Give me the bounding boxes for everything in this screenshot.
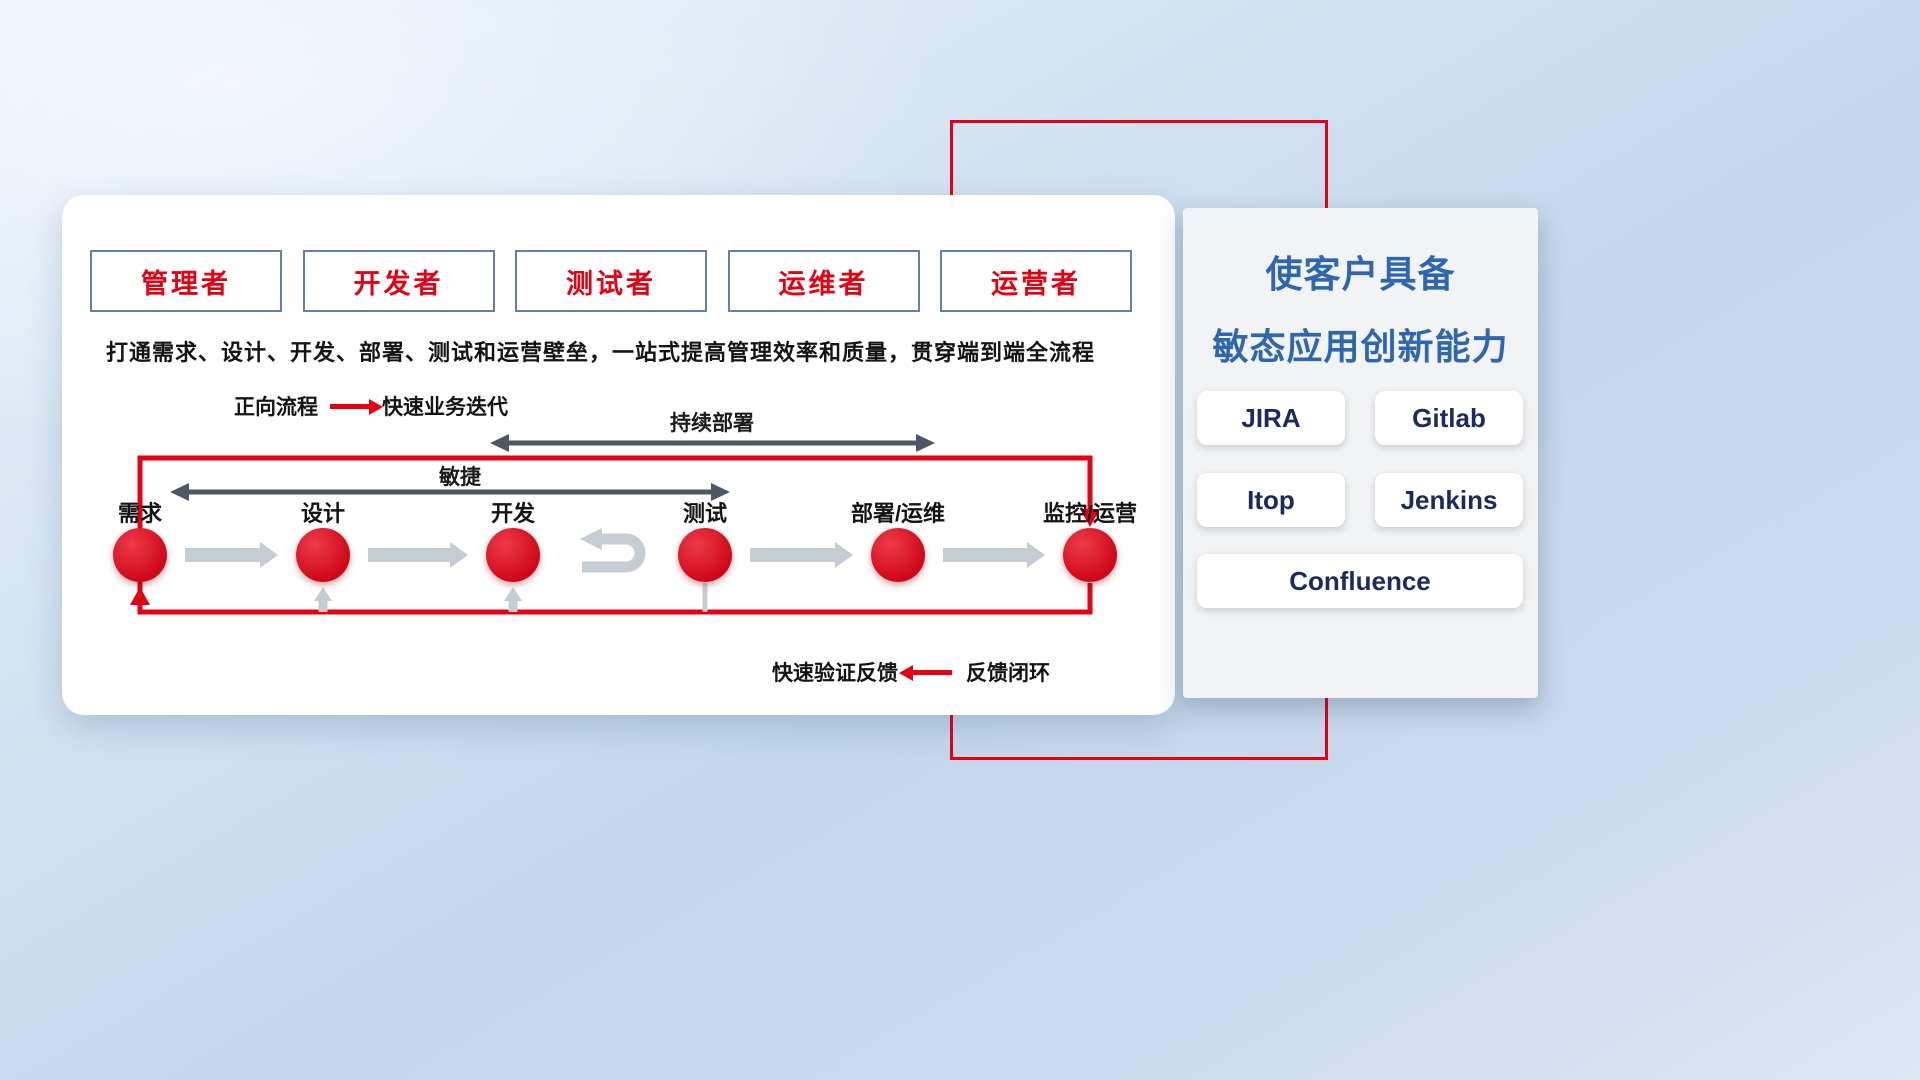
forward-arrow-icon — [330, 398, 383, 415]
node-label-design: 设计 — [300, 501, 345, 526]
tool-box-confluence: Confluence — [1197, 554, 1523, 608]
node-label-deploy-ops: 部署/运维 — [850, 501, 946, 526]
iteration-uturn-icon — [582, 533, 646, 573]
node-circle-testing — [678, 528, 732, 582]
legend-forward: 正向流程 快速业务迭代 — [234, 391, 508, 421]
node-label-requirements: 需求 — [117, 501, 162, 526]
tool-box-gitlab: Gitlab — [1375, 391, 1523, 445]
feedback-riser-design-arrowhead — [314, 587, 332, 601]
persona-row: 管理者 开发者 测试者 运维者 运营者 — [90, 250, 1132, 312]
legend-forward-desc: 快速业务迭代 — [382, 396, 508, 419]
legend-forward-label: 正向流程 — [234, 396, 318, 419]
panel-title-line1: 使客户具备 — [1265, 254, 1456, 295]
agile-arrowhead-left — [170, 483, 189, 501]
node-circle-deploy-ops — [871, 528, 925, 582]
legend-feedback-label: 反馈闭环 — [966, 662, 1050, 685]
capability-panel: 使客户具备 敏态应用创新能力 JIRA Gitlab Itop Jenkins … — [1183, 208, 1538, 698]
persona-box-operator: 运营者 — [940, 250, 1132, 312]
persona-box-tester: 测试者 — [515, 250, 707, 312]
agile-arrowhead-right — [711, 483, 730, 501]
node-circle-development — [486, 528, 540, 582]
continuous-deploy-label: 持续部署 — [670, 412, 754, 435]
node-label-development: 开发 — [490, 501, 535, 526]
legend-feedback-desc: 快速验证反馈 — [772, 662, 898, 685]
stage-arrow-1 — [185, 542, 278, 568]
red-loop-arrowhead-up — [130, 587, 150, 605]
headline-text: 打通需求、设计、开发、部署、测试和运营壁垒，一站式提高管理效率和质量，贯穿端到端… — [106, 340, 1096, 365]
legend-feedback: 快速验证反馈 反馈闭环 — [772, 657, 1050, 687]
node-circle-requirements — [113, 528, 167, 582]
node-label-testing: 测试 — [682, 501, 727, 526]
feedback-riser-dev-arrowhead — [504, 587, 522, 601]
agile-label: 敏捷 — [439, 466, 481, 489]
panel-title-line2: 敏态应用创新能力 — [1212, 326, 1509, 367]
persona-box-ops: 运维者 — [727, 250, 920, 312]
devops-flow-card: 管理者 开发者 测试者 运维者 运营者 打通需求、设计、开发、部署、测试和运营壁… — [62, 195, 1175, 715]
stage-arrow-4 — [943, 542, 1045, 568]
persona-box-developer: 开发者 — [302, 250, 495, 312]
tool-box-itop: Itop — [1197, 473, 1345, 527]
node-circle-monitor-ops — [1063, 528, 1117, 582]
persona-box-manager: 管理者 — [90, 250, 282, 312]
tool-box-jenkins: Jenkins — [1375, 473, 1523, 527]
feedback-arrow-icon — [899, 664, 952, 681]
tool-box-jira: JIRA — [1197, 391, 1345, 445]
node-label-monitor-ops: 监控/运营 — [1042, 501, 1138, 526]
stage-arrow-3 — [750, 542, 853, 568]
flow-connectors — [130, 434, 1100, 615]
stage-arrow-2 — [368, 542, 468, 568]
continuous-deploy-arrowhead-left — [490, 434, 509, 452]
iteration-uturn-arrowhead — [580, 528, 602, 550]
continuous-deploy-arrowhead-right — [916, 434, 935, 452]
red-loop-arrowhead-down — [1080, 509, 1100, 527]
node-circle-design — [296, 528, 350, 582]
